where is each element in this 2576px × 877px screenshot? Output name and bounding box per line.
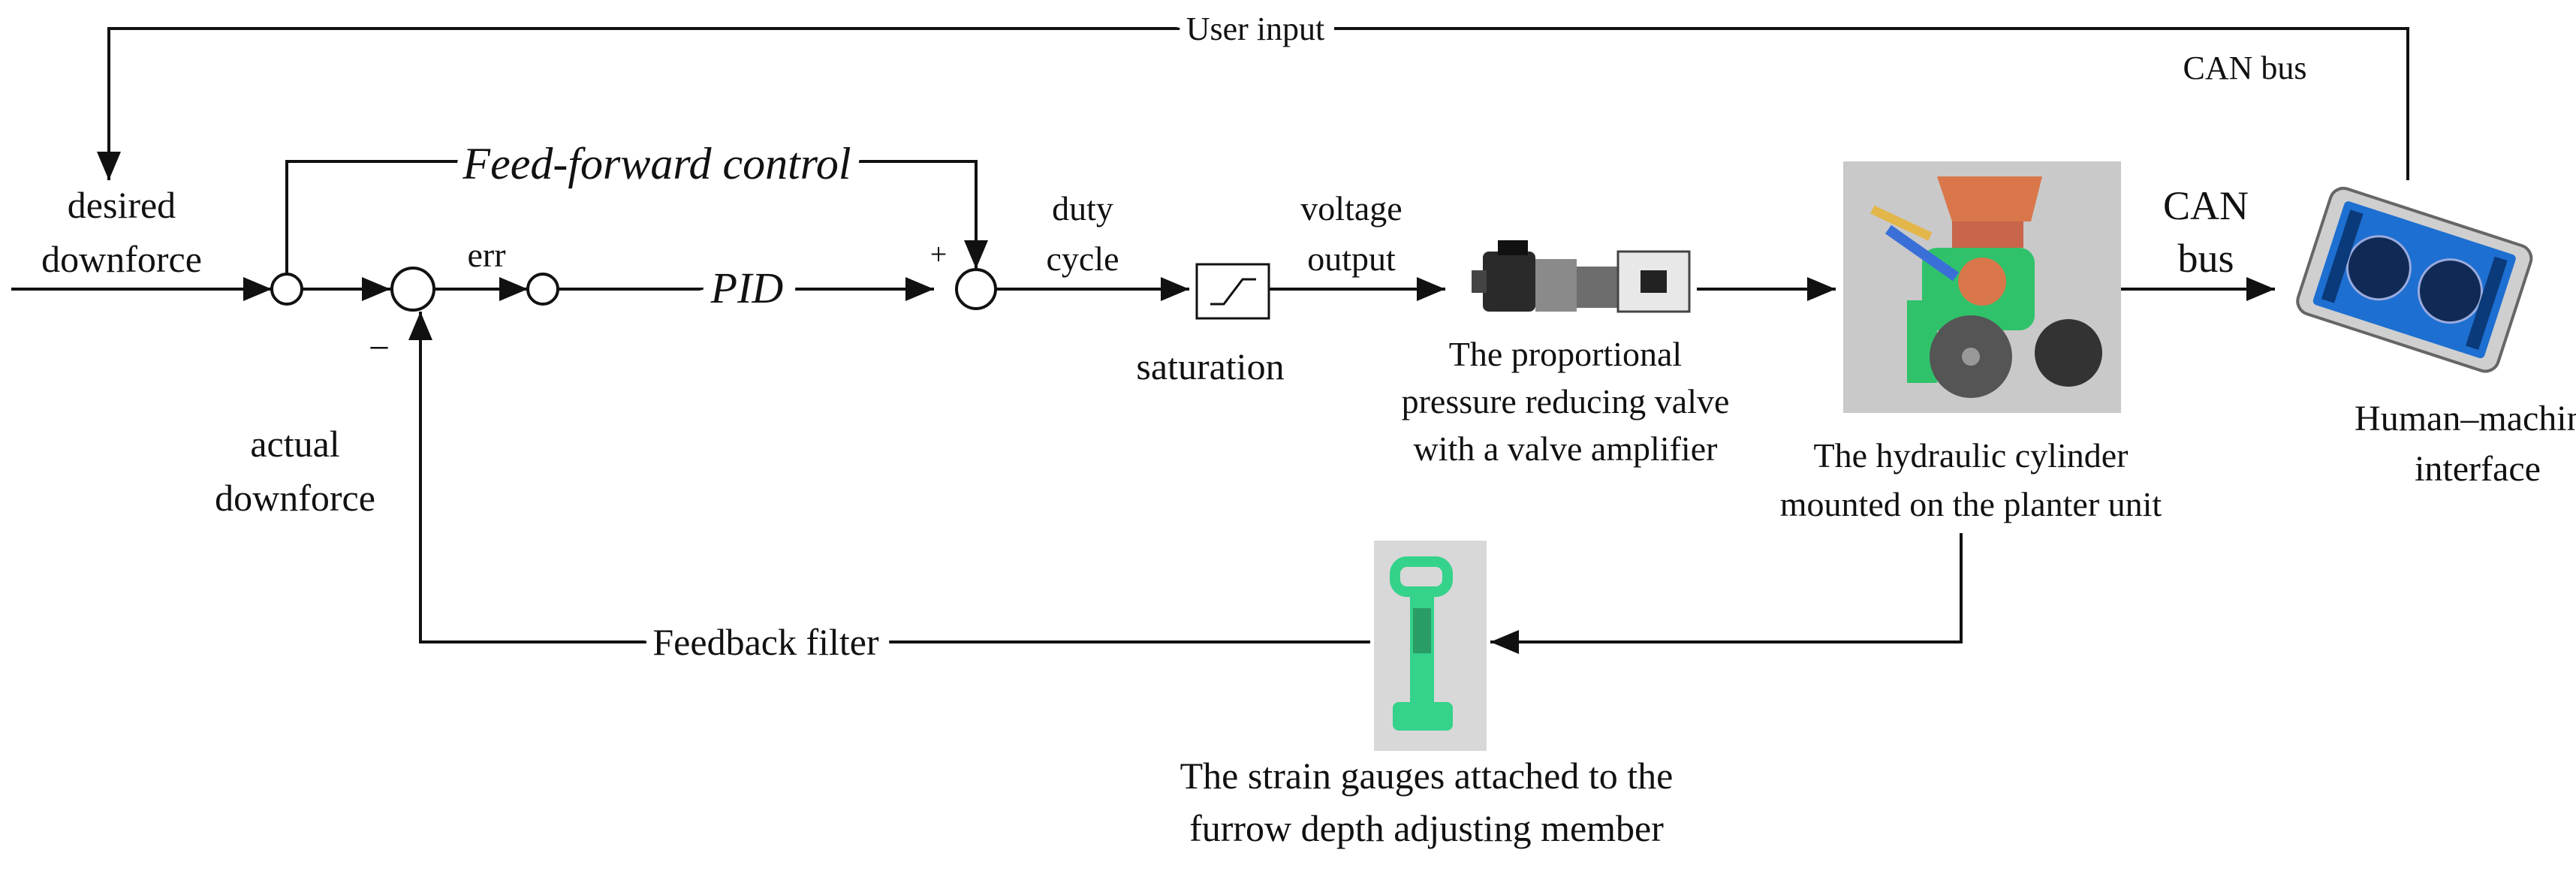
voltage-output-label-1: voltage	[1300, 189, 1402, 228]
error-sum-junction	[390, 267, 435, 312]
valve-caption-2: pressure reducing valve	[1402, 382, 1730, 420]
saturation-block-icon	[1195, 263, 1270, 320]
can-bus-label-1: CAN	[2163, 183, 2249, 228]
user-input-label: User input	[1186, 11, 1325, 47]
feedback-line	[408, 312, 1370, 643]
user-input-line	[97, 27, 2409, 180]
strain-caption-2: furrow depth adjusting member	[1189, 807, 1664, 849]
cylinder-caption-1: The hydraulic cylinder	[1814, 436, 2129, 475]
pid-label: PID	[710, 264, 784, 312]
err-label: err	[467, 236, 505, 274]
strain-caption-1: The strain gauges attached to the	[1180, 755, 1674, 797]
feed-forward-sum-junction	[955, 268, 997, 310]
saturation-label: saturation	[1136, 345, 1284, 387]
planter-unit-icon	[1843, 161, 2121, 413]
branch-node	[270, 273, 303, 306]
valve-caption-3: with a valve amplifier	[1414, 429, 1718, 468]
plus-sign-label: +	[930, 237, 948, 271]
duty-cycle-label-2: cycle	[1046, 240, 1119, 278]
actual-downforce-label-1: actual	[250, 423, 339, 465]
can-bus-top-label: CAN bus	[2183, 50, 2306, 86]
desired-downforce-label-1: desired	[68, 184, 176, 226]
proportional-valve-icon	[1472, 240, 1691, 313]
actual-downforce-label-2: downforce	[215, 477, 375, 519]
hmi-tablet-icon	[2296, 186, 2533, 373]
minus-sign-label: −	[369, 327, 390, 369]
hmi-caption-1: Human–machine	[2355, 399, 2576, 438]
cylinder-caption-2: mounted on the planter unit	[1780, 485, 2162, 523]
feed-forward-line	[285, 160, 988, 274]
desired-downforce-label-2: downforce	[41, 238, 202, 280]
strain-gauge-icon	[1374, 541, 1487, 751]
hmi-caption-2: interface	[2415, 449, 2541, 489]
valve-caption-1: The proportional	[1449, 335, 1682, 373]
duty-cycle-label-1: duty	[1052, 189, 1113, 228]
can-bus-label-2: bus	[2177, 236, 2234, 281]
voltage-output-label-2: output	[1307, 240, 1396, 278]
feed-forward-label: Feed-forward control	[462, 139, 851, 188]
link-cylinder-strain	[1490, 533, 1963, 654]
feedback-filter-label: Feedback filter	[652, 621, 879, 663]
pid-node	[526, 273, 559, 306]
